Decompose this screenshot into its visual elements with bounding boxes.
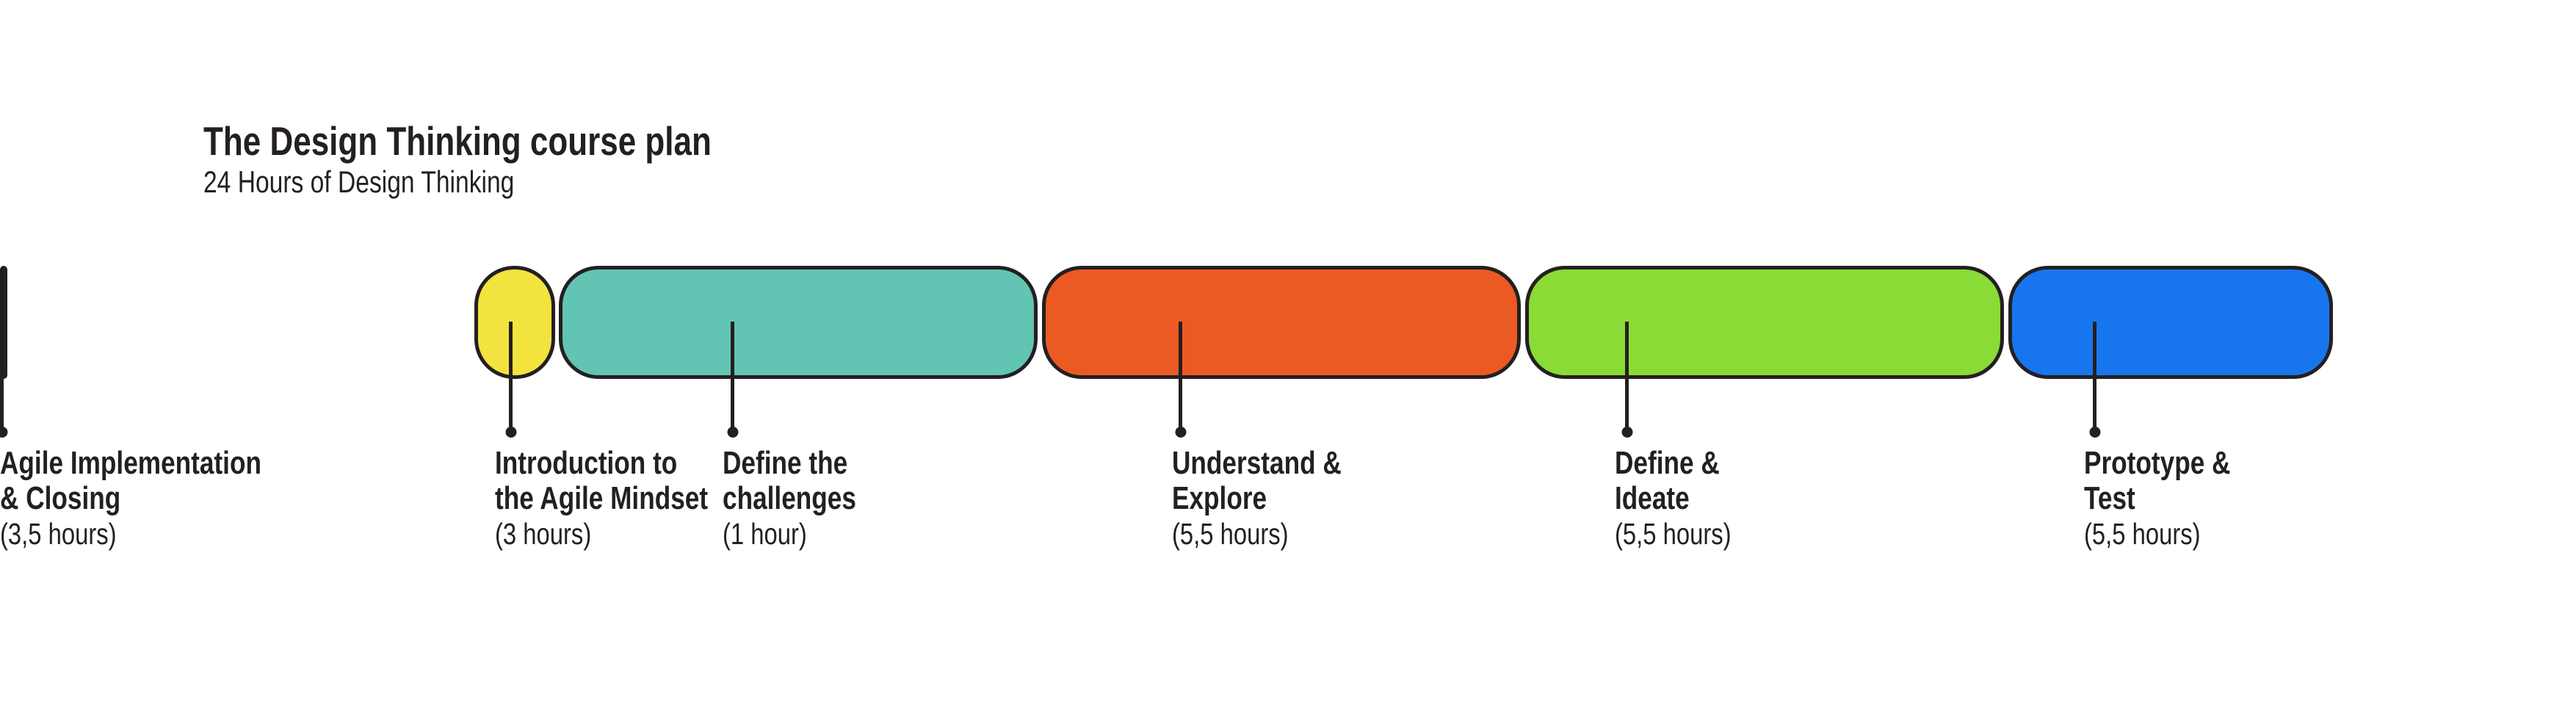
connector-line [2089, 322, 2100, 438]
phase-bar-define-ideate [1525, 266, 2004, 379]
connector-line [1621, 322, 1632, 438]
connector-dot [505, 427, 516, 438]
phase-title-line: Introduction to [495, 445, 678, 481]
phase-title-line: Prototype & [2084, 445, 2231, 481]
phase-duration: (5,5 hours) [1615, 517, 1732, 551]
phase-duration: (3,5 hours) [0, 517, 117, 551]
connector-line [0, 322, 7, 438]
header: The Design Thinking course plan 24 Hours… [203, 120, 839, 199]
phase-bar-understand-explore [1042, 266, 1521, 379]
phase-title-line: Test [2084, 480, 2135, 516]
phase-bar-intro-agile-mindset [474, 266, 555, 379]
connector-dot [1175, 427, 1186, 438]
phase-label: Prototype & Test (5,5 hours) [2084, 446, 2267, 552]
phase-duration: (5,5 hours) [2084, 517, 2201, 551]
phase-duration: (5,5 hours) [1172, 517, 1289, 551]
connector-line [505, 322, 516, 438]
phase-duration: (3 hours) [495, 517, 592, 551]
phase-title-line: Agile Implementation [0, 445, 261, 481]
phase-title-line: Explore [1172, 480, 1267, 516]
phase-label: Understand & Explore (5,5 hours) [1172, 446, 1383, 552]
phase-label: Define the challenges (1 hour) [723, 446, 889, 552]
connector-dot [1621, 427, 1632, 438]
phase-bar-prototype-test [2008, 266, 2333, 379]
phase-label: Agile Implementation & Closing (3,5 hour… [0, 446, 327, 552]
page-title: The Design Thinking course plan [203, 118, 712, 164]
phase-label: Define & Ideate (5,5 hours) [1615, 446, 1760, 552]
page-subtitle: 24 Hours of Design Thinking [203, 164, 515, 199]
connector-dot [2089, 427, 2100, 438]
connector-dot [727, 427, 738, 438]
phase-title-line: Ideate [1615, 480, 1690, 516]
phase-label: Introduction to the Agile Mindset (3 hou… [495, 446, 761, 552]
phase-title-line: Define & [1615, 445, 1720, 481]
connector-dot [0, 427, 7, 438]
phase-title-line: challenges [723, 480, 856, 516]
phase-bar-define-challenges [559, 266, 1038, 379]
phase-title-line: the Agile Mindset [495, 480, 709, 516]
connector-line [727, 322, 738, 438]
phase-duration: (1 hour) [723, 517, 807, 551]
phase-title-line: Define the [723, 445, 848, 481]
phase-title-line: & Closing [0, 480, 121, 516]
connector-line [1175, 322, 1186, 438]
phase-title-line: Understand & [1172, 445, 1342, 481]
